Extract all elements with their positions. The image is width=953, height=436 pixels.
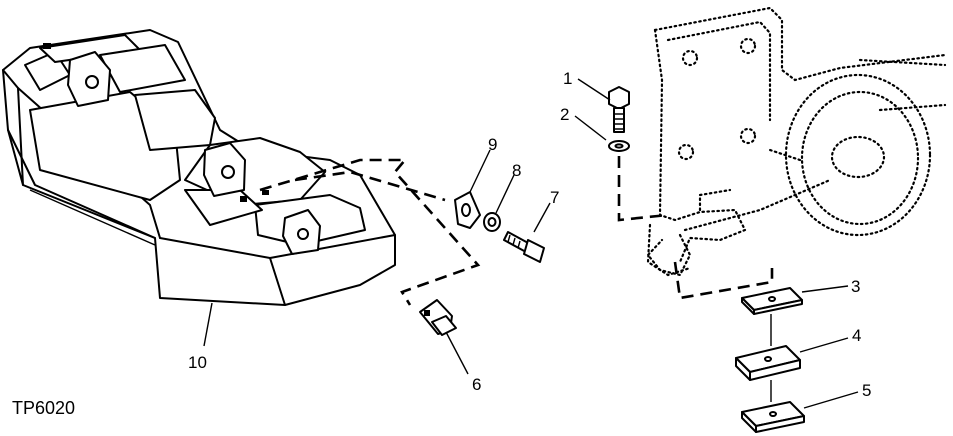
callout-2: 2 [560, 105, 569, 124]
shim-5 [741, 401, 805, 433]
connector-6 [419, 299, 457, 336]
shim-3 [741, 287, 803, 315]
callout-9: 9 [488, 135, 497, 154]
callout-4: 4 [852, 326, 861, 345]
leader-lines [203, 78, 859, 409]
callout-3: 3 [851, 277, 860, 296]
assembly-line-1 [617, 156, 669, 222]
callout-7: 7 [550, 188, 559, 207]
callout-6: 6 [472, 375, 481, 394]
washer-2 [608, 140, 630, 152]
counterweight-10 [2, 29, 396, 306]
assembly-line-3 [673, 261, 774, 300]
callout-8: 8 [512, 161, 521, 180]
tractor-frame-phantom [646, 6, 947, 277]
callout-5: 5 [862, 381, 871, 400]
nut-8 [483, 212, 501, 232]
assembly-line-6 [259, 158, 481, 306]
shim-4 [735, 345, 801, 381]
assembly-line-9 [294, 170, 446, 202]
callout-10: 10 [188, 353, 207, 372]
lug-9 [454, 191, 481, 229]
callout-1: 1 [563, 69, 572, 88]
figure-code: TP6020 [12, 398, 75, 418]
bolt-1 [608, 86, 630, 133]
bolt-7 [503, 231, 545, 263]
